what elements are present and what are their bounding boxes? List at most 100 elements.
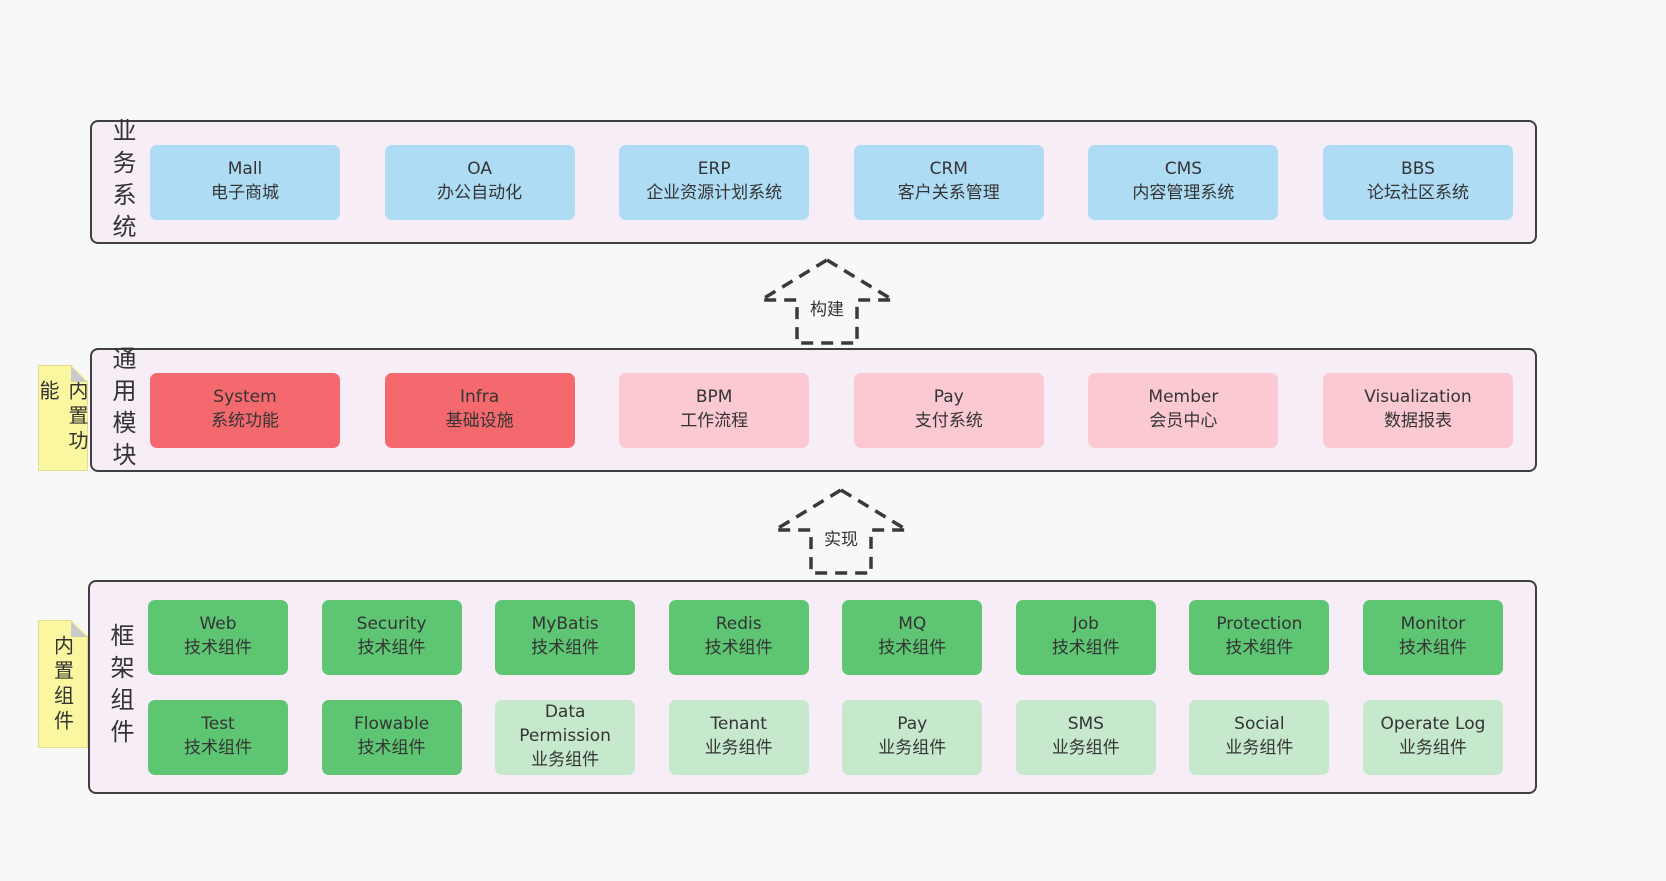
- box-title: Security: [356, 614, 427, 635]
- box-pay-component: Pay 业务组件: [842, 699, 983, 775]
- box-title: CRM: [929, 159, 968, 180]
- box-title: ERP: [697, 159, 731, 180]
- box-title: MQ: [898, 614, 927, 635]
- box-subtitle: 客户关系管理: [897, 183, 1000, 203]
- box-subtitle: 技术组件: [184, 638, 252, 658]
- box-subtitle: 技术组件: [1051, 638, 1120, 658]
- box-title: Operate Log: [1380, 714, 1486, 735]
- box-pay-module: Pay 支付系统: [853, 372, 1044, 448]
- box-subtitle: 业务组件: [704, 738, 773, 758]
- note-fold-icon: [71, 366, 87, 382]
- layer-common-modules: 通用模块 System 系统功能 Infra 基础设施 BPM 工作流程 Pay…: [90, 346, 1537, 474]
- box-subtitle: 论坛社区系统: [1366, 183, 1469, 203]
- box-cms: CMS 内容管理系统: [1088, 144, 1279, 220]
- box-title: OA: [467, 159, 492, 180]
- arrow-implement: 实现: [771, 486, 911, 576]
- box-title: Social: [1234, 714, 1285, 735]
- box-mall: Mall 电子商城: [150, 144, 340, 220]
- box-subtitle: 业务组件: [531, 749, 600, 770]
- box-subtitle: 技术组件: [704, 638, 773, 658]
- box-title: MyBatis: [531, 614, 599, 635]
- box-crm: CRM 客户关系管理: [853, 144, 1044, 220]
- layer-label-business-systems: 业务系统: [108, 118, 136, 246]
- box-subtitle: 技术组件: [184, 738, 252, 758]
- box-title: Flowable: [353, 714, 430, 735]
- box-title: Web: [199, 614, 237, 635]
- sticky-note-built-in-features: 内置功能: [38, 365, 88, 471]
- box-monitor: Monitor 技术组件: [1362, 599, 1503, 675]
- box-subtitle: 基础设施: [445, 411, 514, 431]
- box-subtitle: 业务组件: [1225, 738, 1294, 758]
- box-member: Member 会员中心: [1088, 372, 1279, 448]
- sticky-note-text: 内置组件: [50, 635, 75, 735]
- box-title: BBS: [1401, 159, 1435, 180]
- box-operate-log: Operate Log 业务组件: [1362, 699, 1503, 775]
- box-mq: MQ 技术组件: [842, 599, 983, 675]
- box-subtitle: 支付系统: [914, 411, 983, 431]
- box-mybatis: MyBatis 技术组件: [495, 599, 636, 675]
- box-oa: OA 办公自动化: [384, 144, 575, 220]
- box-title: BPM: [695, 387, 733, 408]
- box-title: Mall: [227, 159, 263, 180]
- sticky-note-built-in-components: 内置组件: [38, 620, 88, 748]
- box-infra: Infra 基础设施: [384, 372, 575, 448]
- box-subtitle: 技术组件: [531, 638, 600, 658]
- layer-label-framework-components: 框架组件: [106, 623, 134, 751]
- arrow-build: 构建: [757, 256, 897, 346]
- layer-business-systems: 业务系统 Mall 电子商城 OA 办公自动化 ERP 企业资源计划系统 CRM…: [90, 118, 1537, 246]
- box-title: Test: [201, 714, 235, 735]
- box-job: Job 技术组件: [1015, 599, 1156, 675]
- box-subtitle: 技术组件: [878, 638, 947, 658]
- box-title: System: [213, 387, 277, 408]
- box-title: SMS: [1067, 714, 1104, 735]
- sticky-note-text: 内置功能: [36, 380, 89, 455]
- box-subtitle: 工作流程: [680, 411, 749, 431]
- framework-row-1: Web 技术组件 Security 技术组件 MyBatis 技术组件 Redi…: [148, 599, 1503, 675]
- box-title: Infra: [460, 387, 500, 408]
- box-subtitle: 技术组件: [357, 738, 426, 758]
- box-title: Protection: [1216, 614, 1303, 635]
- box-subtitle: 业务组件: [1051, 738, 1120, 758]
- framework-components-rows: Web 技术组件 Security 技术组件 MyBatis 技术组件 Redi…: [148, 599, 1535, 775]
- box-protection: Protection 技术组件: [1189, 599, 1330, 675]
- box-subtitle: 电子商城: [211, 183, 279, 203]
- box-system: System 系统功能: [150, 372, 340, 448]
- box-subtitle: 系统功能: [211, 411, 279, 431]
- box-subtitle: 技术组件: [1398, 638, 1467, 658]
- box-bbs: BBS 论坛社区系统: [1322, 144, 1513, 220]
- layer-label-common-modules: 通用模块: [108, 346, 136, 474]
- box-web: Web 技术组件: [148, 599, 288, 675]
- box-data-permission: Data Permission 业务组件: [495, 699, 636, 775]
- layer-framework-components: 框架组件 Web 技术组件 Security 技术组件 MyBatis 技术组件…: [88, 580, 1537, 794]
- box-title: Redis: [715, 614, 762, 635]
- box-title: Monitor: [1400, 614, 1466, 635]
- box-title: Pay: [897, 714, 928, 735]
- box-subtitle: 企业资源计划系统: [646, 183, 783, 203]
- box-visualization: Visualization 数据报表: [1322, 372, 1513, 448]
- box-subtitle: 业务组件: [1398, 738, 1467, 758]
- box-title: Visualization: [1364, 387, 1472, 408]
- arrow-implement-label: 实现: [821, 524, 861, 551]
- box-subtitle: 技术组件: [357, 638, 426, 658]
- box-redis: Redis 技术组件: [668, 599, 809, 675]
- common-modules-items: System 系统功能 Infra 基础设施 BPM 工作流程 Pay 支付系统…: [150, 372, 1535, 448]
- box-subtitle: 数据报表: [1383, 411, 1452, 431]
- dashed-up-arrow-icon: [771, 487, 911, 575]
- box-test: Test 技术组件: [148, 699, 288, 775]
- box-title: Pay: [933, 387, 964, 408]
- box-social: Social 业务组件: [1189, 699, 1330, 775]
- box-subtitle: 会员中心: [1149, 411, 1218, 431]
- box-title: Tenant: [710, 714, 767, 735]
- box-flowable: Flowable 技术组件: [321, 699, 462, 775]
- dashed-up-arrow-icon: [757, 257, 897, 345]
- box-security: Security 技术组件: [321, 599, 462, 675]
- note-fold-icon: [71, 621, 87, 637]
- box-tenant: Tenant 业务组件: [668, 699, 809, 775]
- framework-row-2: Test 技术组件 Flowable 技术组件 Data Permission …: [148, 699, 1503, 775]
- box-title: Job: [1072, 614, 1099, 635]
- box-erp: ERP 企业资源计划系统: [619, 144, 810, 220]
- box-bpm: BPM 工作流程: [619, 372, 810, 448]
- business-systems-items: Mall 电子商城 OA 办公自动化 ERP 企业资源计划系统 CRM 客户关系…: [150, 144, 1535, 220]
- box-title: CMS: [1164, 159, 1203, 180]
